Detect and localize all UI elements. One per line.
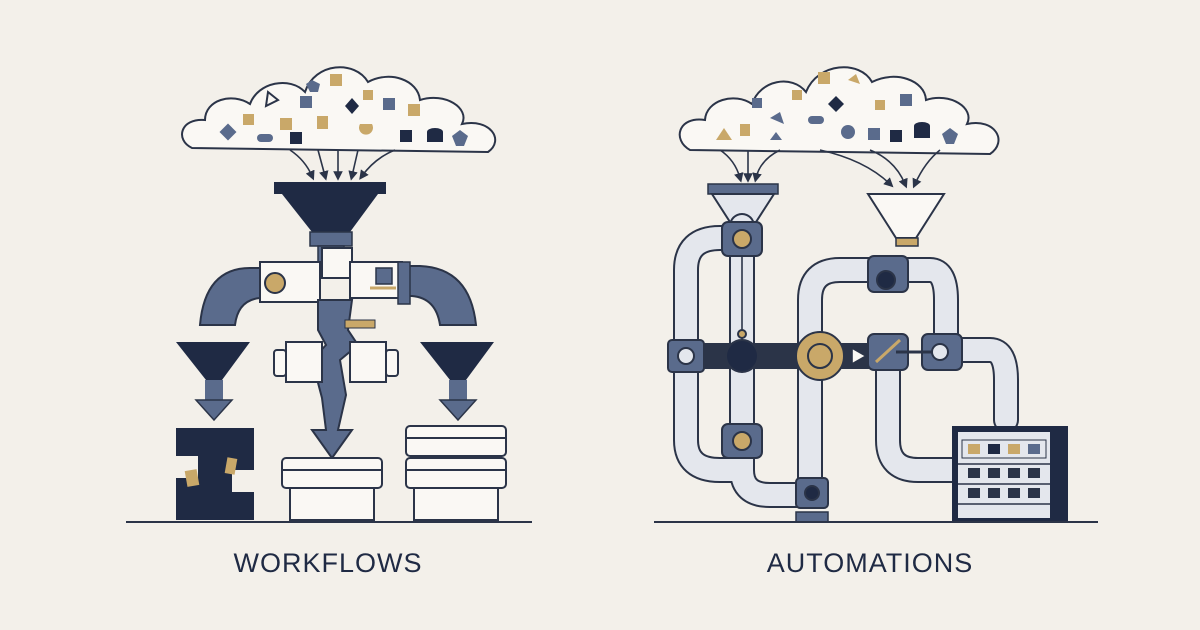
workflows-label: WORKFLOWS	[233, 548, 423, 578]
pipe-icon	[407, 265, 478, 326]
valve-icon	[667, 221, 963, 509]
automations-label: AUTOMATIONS	[766, 548, 974, 578]
stand-icon	[795, 511, 829, 523]
flow-arrows	[289, 149, 396, 181]
bin-icon	[281, 457, 383, 521]
data-items-icon	[219, 74, 468, 146]
funnel-icon	[274, 182, 386, 267]
funnel-icon	[420, 342, 494, 422]
valve-icon	[273, 341, 399, 383]
data-items-icon	[716, 72, 958, 144]
bin-icon	[405, 425, 507, 521]
funnel-icon	[866, 193, 946, 247]
valve-icon	[259, 247, 411, 305]
funnel-icon	[176, 342, 250, 422]
cabinet-icon	[952, 426, 1068, 522]
automations-panel	[654, 66, 1098, 523]
pipe-network-icon	[673, 213, 1019, 508]
block-icon	[176, 428, 254, 520]
pipe-icon	[198, 267, 271, 326]
cloud-icon	[181, 66, 497, 154]
flow-arrows	[719, 149, 941, 189]
workflows-panel	[126, 66, 532, 523]
